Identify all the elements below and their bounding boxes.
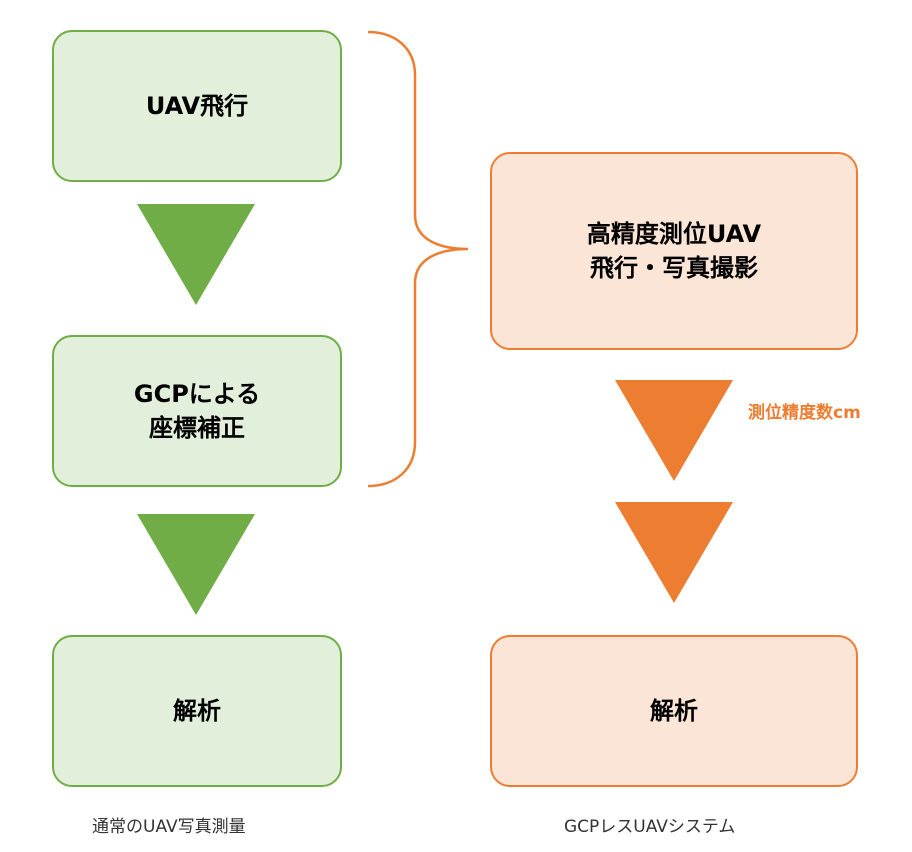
- right-step-analysis: 解析: [490, 635, 858, 787]
- right-step-high-precision-flight-line1: 高精度測位UAV: [586, 220, 762, 248]
- right-arrow-1: [615, 380, 733, 481]
- right-step-high-precision-flight: 高精度測位UAV 飛行・写真撮影: [490, 152, 858, 350]
- accuracy-note: 測位精度数cm: [748, 403, 861, 423]
- right-step-high-precision-flight-line2: 飛行・写真撮影: [590, 254, 758, 282]
- left-step-analysis-label: 解析: [173, 697, 221, 725]
- left-arrow-2: [137, 514, 255, 615]
- left-caption: 通常のUAV写真測量: [92, 817, 246, 837]
- left-step-analysis: 解析: [52, 635, 342, 787]
- right-arrow-2: [615, 502, 733, 603]
- right-caption: GCPレスUAVシステム: [564, 817, 736, 837]
- left-step-uav-flight: UAV飛行: [52, 30, 342, 182]
- grouping-brace: [367, 30, 469, 488]
- left-arrow-1: [137, 204, 255, 305]
- left-step-gcp-correction-line1: GCPによる: [133, 380, 261, 408]
- right-step-analysis-label: 解析: [650, 697, 698, 725]
- left-step-gcp-correction: GCPによる 座標補正: [52, 335, 342, 487]
- left-step-gcp-correction-line2: 座標補正: [149, 414, 245, 442]
- left-step-uav-flight-label: UAV飛行: [145, 92, 249, 120]
